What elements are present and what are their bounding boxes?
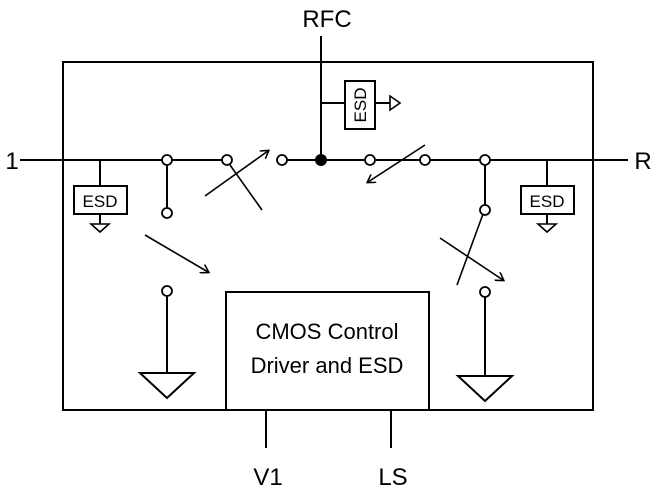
- switch-blade-right-series: [368, 144, 426, 182]
- node-right-series-a: [364, 154, 376, 166]
- switch-arm-right-shunt: [456, 213, 484, 286]
- pin-label-rf1: 1: [5, 148, 18, 175]
- node-right-shunt-b: [479, 286, 491, 298]
- ground-icon-left-esd: [88, 223, 112, 234]
- node-right-series-b: [419, 154, 431, 166]
- pin-label-v1: V1: [253, 464, 282, 491]
- pin-label-rf2: R: [634, 148, 651, 175]
- cmos-control-block: [225, 291, 430, 411]
- pin-label-ls: LS: [378, 464, 407, 491]
- node-left-series-b: [276, 154, 288, 166]
- pin-label-rfc: RFC: [302, 6, 351, 33]
- ground-icon-right-shunt: [455, 375, 515, 403]
- ground-icon-left-shunt: [137, 372, 197, 400]
- switch-blade-left-shunt: [144, 234, 208, 272]
- control-label-line1: CMOS Control: [255, 319, 398, 344]
- ground-icon-rfc-esd: [389, 94, 402, 112]
- ground-icon-right-esd: [535, 223, 559, 234]
- esd-label-right: ESD: [530, 192, 565, 211]
- node-rf1-tap: [161, 154, 173, 166]
- esd-box-rfc: [344, 80, 376, 130]
- esd-label-left: ESD: [83, 192, 118, 211]
- node-left-shunt-b: [161, 285, 173, 297]
- esd-label-rfc: ESD: [351, 88, 370, 123]
- control-label-line2: Driver and ESD: [251, 353, 404, 378]
- node-left-shunt-a: [161, 207, 173, 219]
- node-rf2-tap: [479, 154, 491, 166]
- rfc-junction-dot: [315, 154, 327, 166]
- switch-arm-left-series: [229, 164, 263, 211]
- node-left-series-a: [221, 154, 233, 166]
- switch-blade-right-shunt: [439, 237, 503, 280]
- node-right-shunt-a: [479, 204, 491, 216]
